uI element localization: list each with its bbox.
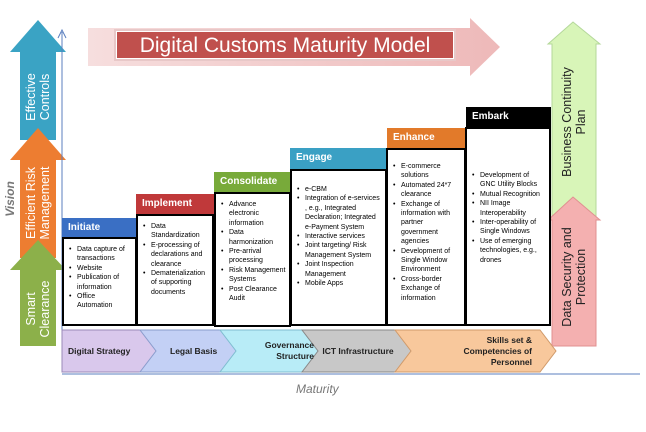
list-item: E-commerce solutions xyxy=(392,162,461,181)
list-item: Use of emerging technologies, e.g., dron… xyxy=(471,237,546,265)
list-item: Advance electronic information xyxy=(220,200,286,228)
list-item: Dematerialization of supporting document… xyxy=(142,269,209,297)
arrow-effective-controls xyxy=(10,20,66,140)
list-item: Office Automation xyxy=(68,292,132,311)
list-item: E-processing of declarations and clearan… xyxy=(142,241,209,269)
stage-implement-header: Implement xyxy=(136,194,214,215)
list-item: Integration of e-services , e.g., Integr… xyxy=(296,194,382,232)
data-security-label: Data Security and Protection xyxy=(560,227,588,327)
list-item: Development of Single Window Environment xyxy=(392,247,461,275)
list-item: Mutual Recognition xyxy=(471,190,546,200)
list-item: Post Clearance Audit xyxy=(220,285,286,304)
stage-consolidate-body: Advance electronic informationData harmo… xyxy=(214,192,291,327)
foundation-skills: Skills set & Competencies of Personnel xyxy=(463,334,533,367)
foundation-digital-strategy: Digital Strategy xyxy=(68,345,131,356)
list-item: Risk Management Systems xyxy=(220,266,286,285)
list-item: Website xyxy=(68,264,132,274)
list-item: Data capture of transactions xyxy=(68,245,132,264)
list-item: NII Image Interoperability xyxy=(471,199,546,218)
stage-embark-header: Embark xyxy=(466,107,551,128)
foundation-legal-basis: Legal Basis xyxy=(170,345,218,356)
list-item: Joint targeting/ Risk Management System xyxy=(296,241,382,260)
maturity-label: Maturity xyxy=(296,382,339,396)
chevron-skills xyxy=(393,329,557,373)
stage-engage-header: Engage xyxy=(290,148,387,169)
arrow-smart-clearance xyxy=(10,240,66,346)
diagram-title: Digital Customs Maturity Model xyxy=(116,31,454,59)
stage-enhance-header: Enhance xyxy=(387,128,466,149)
list-item: Development of GNC Utility Blocks xyxy=(471,171,546,190)
list-item: Joint Inspection Management xyxy=(296,260,382,279)
stage-initiate-header: Initiate xyxy=(62,218,136,239)
list-item: Automated 24*7 clearance xyxy=(392,181,461,200)
stage-enhance-body: E-commerce solutionsAutomated 24*7 clear… xyxy=(386,148,466,326)
arrow-data-security xyxy=(546,196,602,347)
list-item: Pre-arrival processing xyxy=(220,247,286,266)
list-item: Interactive services xyxy=(296,232,382,242)
arrow-efficient-risk xyxy=(10,128,66,258)
list-item: Data Standardization xyxy=(142,222,209,241)
effective-controls-label: Effective Controls xyxy=(24,73,52,121)
arrow-business-continuity xyxy=(546,21,602,219)
efficient-risk-label: Efficient Risk Management xyxy=(24,166,52,240)
smart-clearance-label: Smart Clearance xyxy=(24,280,52,338)
business-continuity-label: Business Continuity Plan xyxy=(560,67,588,177)
foundation-governance: Governance Structure xyxy=(264,340,314,361)
list-item: e-CBM xyxy=(296,185,382,195)
stage-engage-body: e-CBMIntegration of e-services , e.g., I… xyxy=(290,169,387,326)
list-item: Mobile Apps xyxy=(296,279,382,289)
list-item: Cross-border Exchange of information xyxy=(392,275,461,303)
stage-implement-body: Data StandardizationE-processing of decl… xyxy=(136,214,214,326)
stage-initiate-body: Data capture of transactionsWebsitePubli… xyxy=(62,237,137,326)
list-item: Inter-operability of Single Windows xyxy=(471,218,546,237)
stage-consolidate-header: Consolidate xyxy=(214,172,291,193)
list-item: Data harmonization xyxy=(220,228,286,247)
foundation-ict: ICT Infrastructure xyxy=(322,345,394,356)
list-item: Exchange of information with partner gov… xyxy=(392,200,461,247)
stage-embark-body: Development of GNC Utility BlocksMutual … xyxy=(465,127,551,326)
vision-label: Vision xyxy=(2,181,17,217)
list-item: Publication of information xyxy=(68,273,132,292)
